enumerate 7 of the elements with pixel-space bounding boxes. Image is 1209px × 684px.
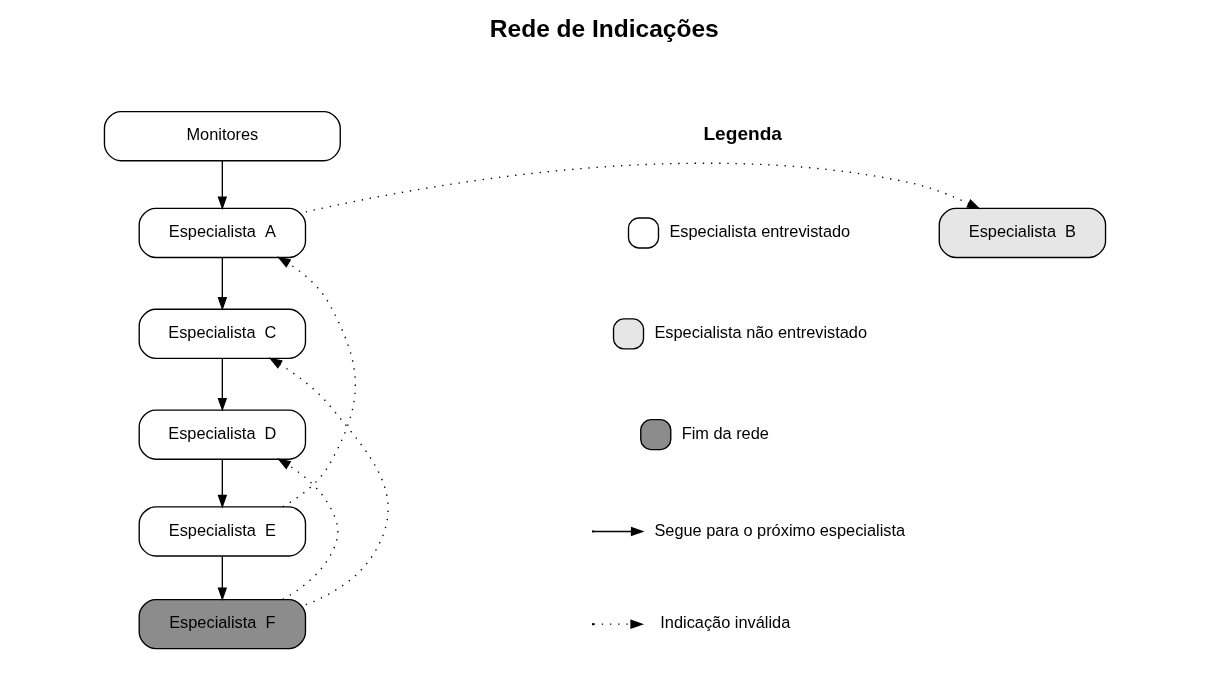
legend-label: Indicação inválida — [659, 613, 790, 632]
label: Legenda — [702, 122, 782, 144]
legend-label: Fim da rede — [681, 423, 769, 442]
legend-label: Especialista entrevistado — [668, 222, 850, 241]
legend-label: Especialista não entrevistado — [653, 323, 867, 342]
legend-label: Segue para o próximo especialista — [653, 520, 905, 539]
diagram-title: Rede de Indicações — [489, 15, 719, 43]
